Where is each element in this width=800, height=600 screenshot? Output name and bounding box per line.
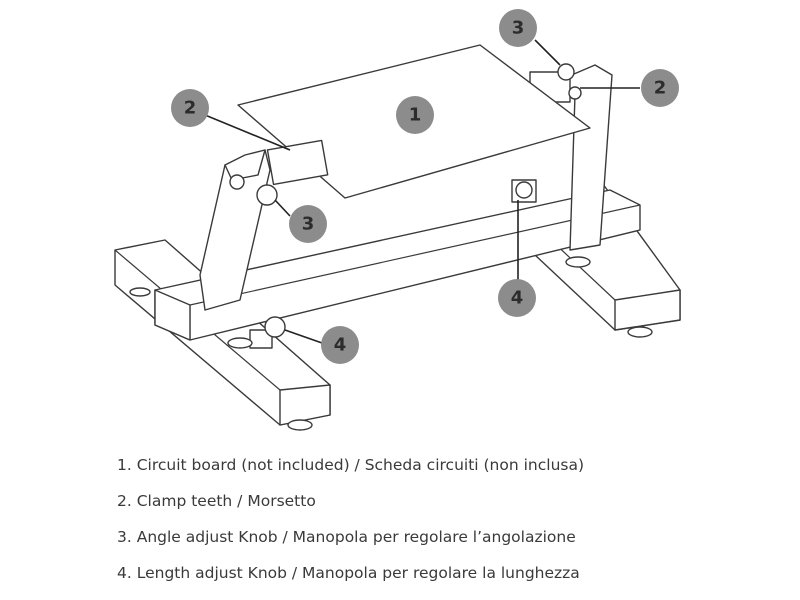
left-upright-arm [199, 149, 286, 349]
svg-text:4: 4 [334, 335, 347, 356]
legend-item-clamp-teeth: 2. Clamp teeth / Morsetto [117, 492, 316, 510]
svg-text:1: 1 [409, 105, 422, 126]
svg-text:2: 2 [654, 78, 667, 99]
legend-item-angle-knob: 3. Angle adjust Knob / Manopola per rego… [117, 528, 576, 546]
pcb-holder-illustration: 1 2 2 3 3 4 4 [114, 9, 681, 431]
legend: 1. Circuit board (not included) / Scheda… [117, 455, 584, 599]
svg-text:3: 3 [512, 18, 525, 39]
svg-text:2: 2 [184, 98, 197, 119]
center-slider [511, 179, 537, 203]
callout-length-knob-center: 4 [498, 279, 536, 317]
callout-board: 1 [396, 96, 434, 134]
left-clamp [256, 139, 329, 206]
callout-angle-knob-top: 3 [499, 9, 537, 47]
callout-clamp-left: 2 [171, 89, 209, 127]
legend-item-length-knob: 4. Length adjust Knob / Manopola per reg… [117, 564, 580, 582]
legend-item-circuit-board: 1. Circuit board (not included) / Scheda… [117, 456, 585, 474]
svg-text:4: 4 [511, 288, 524, 309]
callout-angle-knob-left: 3 [289, 205, 327, 243]
angle-knob-left-shape [256, 184, 278, 206]
callout-clamp-right: 2 [641, 69, 679, 107]
svg-text:3: 3 [302, 214, 315, 235]
angle-knob-top-shape [557, 63, 575, 81]
callout-length-knob-front: 4 [321, 326, 359, 364]
length-knob-front-shape [264, 316, 286, 338]
